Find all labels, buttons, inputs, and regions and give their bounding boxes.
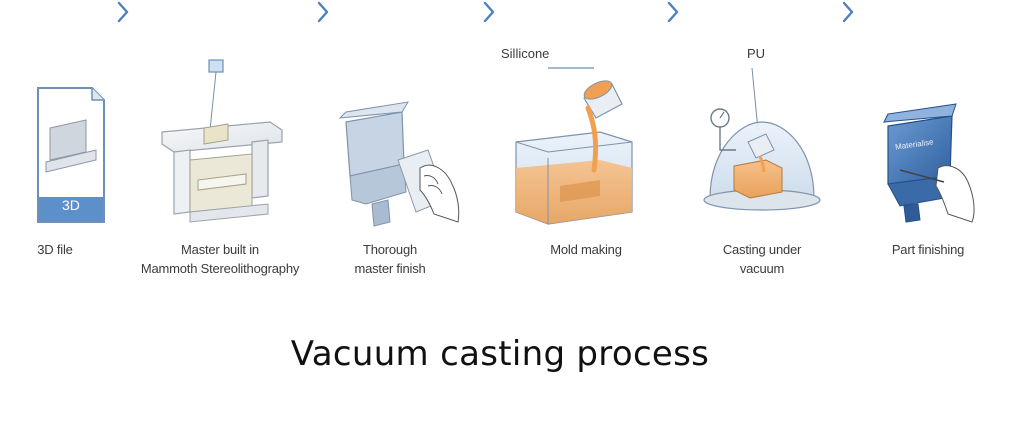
3d-file-icon [37, 87, 105, 223]
step-label-mold-making: Mold making [550, 242, 622, 257]
pu-label: PU [747, 46, 766, 61]
chevron-right-icon [667, 1, 679, 23]
chevron-right-icon [842, 1, 854, 23]
silicone-label: Sillicone [501, 46, 550, 61]
file-badge: 3D [62, 197, 80, 213]
chevron-right-icon [483, 1, 495, 23]
mold-making-icon [515, 67, 633, 225]
process-diagram: Sillicone PU 3D Materialise 3D file Mast… [37, 1, 975, 276]
chevron-right-icon [317, 1, 329, 23]
master-finish-icon [338, 101, 460, 227]
process-illustrations [37, 59, 975, 227]
diagram-caption: Vacuum casting process [290, 334, 710, 374]
chevron-right-icon [117, 1, 129, 23]
step-label-3d-file: 3D file [37, 242, 73, 257]
vacuum-chamber-icon [703, 67, 821, 211]
step-label-part-finishing: Part finishing [891, 242, 965, 257]
stereolithography-machine-icon [161, 59, 283, 223]
part-finishing-icon [883, 103, 975, 223]
